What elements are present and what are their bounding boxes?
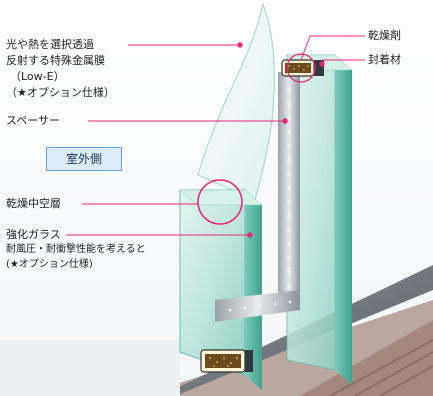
lowe-label-line4: （★オプション仕様） [6,86,115,99]
lowe-label-line3: （Low-E） [10,70,65,83]
desiccant-label: 乾燥剤 [368,29,401,42]
lowe-label-line1: 光や熱を選択透過 [6,38,94,51]
lowe-label-line2: 反射する特殊金属膜 [6,54,105,67]
leader-lines [66,35,365,238]
sealant-top [314,60,324,76]
desiccant-highlight [286,53,316,83]
glass-label-line3: (★オプション仕様) [6,259,93,270]
air-layer-label: 乾燥中空層 [6,197,61,210]
outer-glass-edge [245,190,262,390]
glass-label-line2: 耐風圧・耐衝撃性能を考えると [6,244,146,255]
desiccant-bottom [200,349,246,373]
glass-label-line1: 強化ガラス [6,228,61,241]
spacer-label: スペーサー [6,114,61,127]
sealant-label: 封着材 [368,53,401,66]
sealant-bottom [245,350,253,372]
air-layer-highlight [197,179,243,225]
outdoor-side-badge: 室外側 [46,147,122,171]
